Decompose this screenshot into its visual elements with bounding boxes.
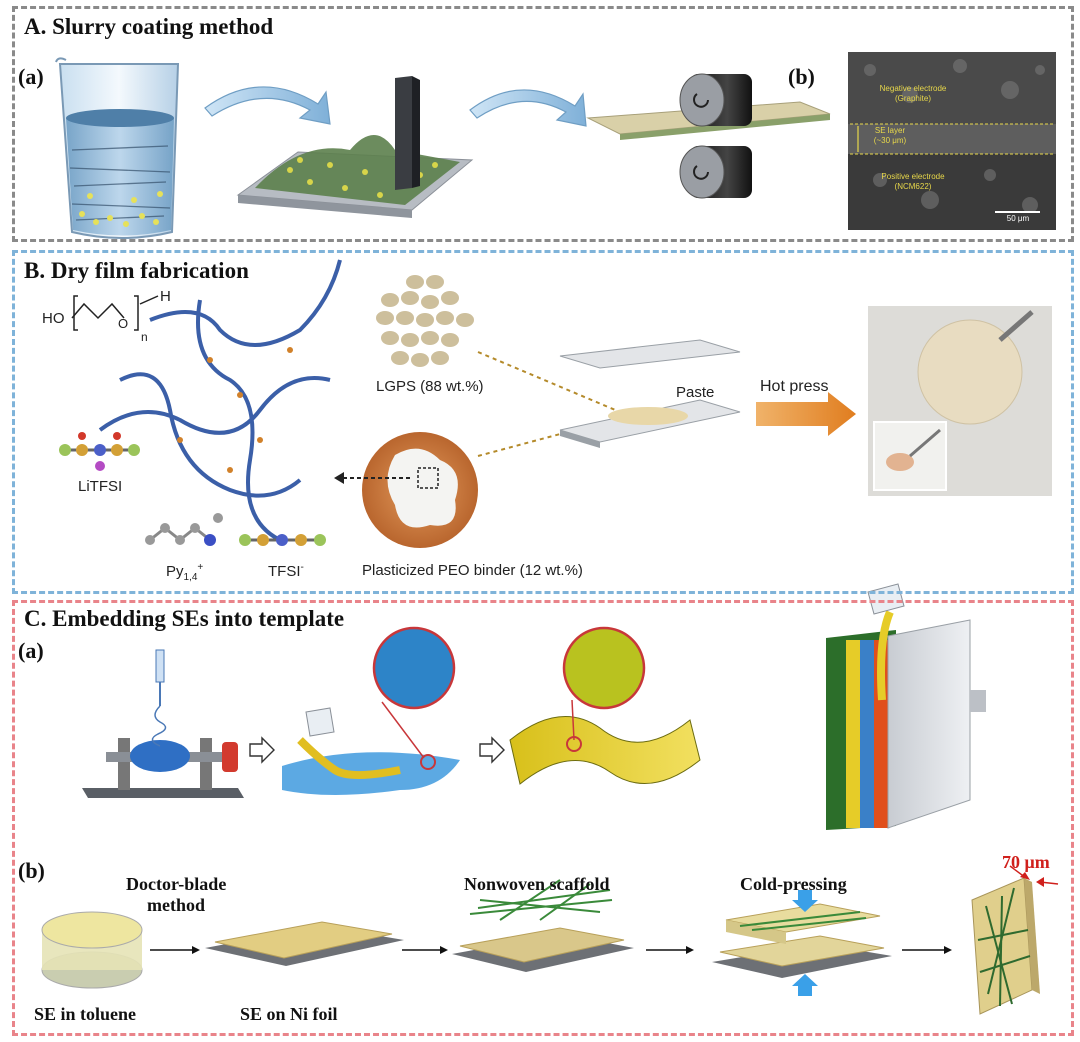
peo-binder-image	[362, 432, 478, 548]
doctor-blade-line2: method	[147, 895, 205, 915]
tfsi-anion-icon	[239, 534, 326, 546]
sem-se-layer-text: SE layer	[874, 126, 906, 135]
arrow-right-icon	[646, 946, 694, 954]
py14-cation-icon	[145, 513, 223, 546]
peo-formula-n: n	[141, 330, 148, 344]
tfsi-text: TFSI	[268, 563, 301, 580]
nonwoven-label: Nonwoven scaffold	[464, 874, 610, 894]
panel-a-title: A. Slurry coating method	[24, 14, 274, 39]
binder-label: Plasticized PEO binder (12 wt.%)	[362, 562, 583, 579]
petri-dish-icon	[41, 911, 143, 989]
salt-molecules-icon	[177, 347, 293, 473]
curved-arrow-icon	[204, 86, 331, 125]
cold-press-stack-icon	[712, 890, 892, 996]
sem-positive-sub: (NCM622)	[894, 182, 932, 191]
roller-press-icon	[586, 73, 831, 199]
peo-formula-o: O	[118, 316, 129, 331]
sem-positive-text: Positive electrode	[881, 172, 945, 181]
panel-a-label-a: (a)	[18, 64, 44, 89]
doctor-blade-coating-icon	[236, 76, 474, 218]
press-plates-icon	[559, 339, 741, 448]
hot-press-label: Hot press	[760, 378, 829, 395]
panel-b-title: B. Dry film fabrication	[24, 258, 249, 283]
peo-formula-ho: HO	[42, 310, 65, 327]
dry-film-photo	[868, 306, 1052, 496]
litfsi-molecule-icon	[59, 432, 140, 471]
panel-c-label-b: (b)	[18, 858, 45, 883]
beaker-slurry-icon	[55, 57, 180, 239]
tfsi-sup: -	[300, 562, 304, 573]
py14-sub: 1,4	[183, 572, 198, 583]
sem-negative-text: Negative electrode	[879, 84, 947, 93]
se-on-ni-foil-icon	[205, 921, 404, 966]
sem-se-layer-sub: (~30 μm)	[873, 136, 907, 145]
arrow-right-outline-icon	[249, 736, 275, 764]
sem-se-layer-label: SE layer (~30 μm)	[860, 126, 920, 146]
panel-c-label-a: (a)	[18, 638, 44, 663]
slurry-on-fibers-icon	[282, 626, 460, 795]
curved-arrow-icon	[469, 89, 587, 127]
composite-membrane-icon	[509, 626, 701, 785]
py14-label: Py1,4+	[166, 562, 203, 583]
sem-negative-label: Negative electrode (Graphite)	[858, 84, 968, 104]
electrospinning-setup-icon	[82, 649, 244, 798]
arrow-right-icon	[902, 946, 952, 954]
py14-sup: +	[197, 562, 204, 573]
sem-negative-sub: (Graphite)	[894, 94, 931, 103]
sem-scale-label: 50 μm	[1006, 214, 1030, 223]
panel-slurry-coating	[12, 6, 1074, 242]
thickness-label: 70 μm	[1002, 852, 1050, 872]
peo-polymer-network-icon	[98, 259, 342, 542]
arrow-right-outline-icon	[479, 736, 505, 764]
panel-a-label-b: (b)	[788, 64, 815, 89]
lgps-label: LGPS (88 wt.%)	[376, 378, 484, 395]
peo-formula-h: H	[160, 288, 171, 305]
battery-cell-infiltration-icon	[826, 583, 986, 830]
se-toluene-label: SE in toluene	[34, 1004, 137, 1024]
sem-cross-section-image	[848, 52, 1056, 230]
lgps-particles-icon	[376, 275, 474, 367]
se-ni-foil-label: SE on Ni foil	[240, 1004, 338, 1024]
panel-c-title: C. Embedding SEs into template	[24, 606, 345, 631]
tfsi-label: TFSI-	[268, 562, 304, 580]
hot-press-arrow-icon	[756, 392, 856, 436]
py14-text: Py	[166, 563, 184, 580]
scaffold-stack-icon	[452, 879, 634, 972]
arrow-right-icon	[402, 946, 448, 954]
sem-positive-label: Positive electrode (NCM622)	[858, 172, 968, 192]
final-membrane-icon	[971, 865, 1059, 1015]
panel-embedding	[12, 600, 1074, 1036]
panel-dry-film	[12, 250, 1074, 594]
paste-label: Paste	[676, 384, 715, 401]
doctor-blade-label: Doctor-blade method	[126, 874, 226, 916]
doctor-blade-line1: Doctor-blade	[126, 874, 227, 894]
litfsi-label: LiTFSI	[78, 478, 123, 495]
cold-pressing-label: Cold-pressing	[740, 874, 847, 894]
arrow-right-icon	[150, 946, 200, 954]
